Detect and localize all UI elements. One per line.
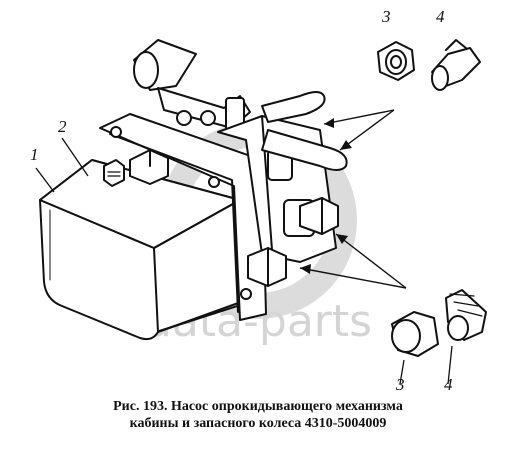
pump-handle <box>261 91 348 171</box>
cap-part-bottom <box>391 311 439 357</box>
nut-part-top <box>377 41 415 81</box>
side-fitting-lower <box>247 247 287 287</box>
top-reservoir <box>133 39 251 131</box>
callout-1: 1 <box>30 145 39 164</box>
filler-plug <box>103 149 169 187</box>
mounting-flange <box>99 113 267 321</box>
caption-line-1: Рис. 193. Насос опрокидывающего механизм… <box>113 399 403 414</box>
figure-caption: Рис. 193. Насос опрокидывающего механизм… <box>0 398 516 432</box>
union-part-top <box>431 39 481 91</box>
side-fitting-upper <box>299 197 339 235</box>
leader-lines <box>35 137 453 385</box>
callout-3-top: 3 <box>381 7 391 26</box>
pump-diagram: data-parts <box>30 7 487 394</box>
arrows <box>299 109 407 289</box>
callout-2: 2 <box>58 117 67 136</box>
callout-4-bottom: 4 <box>444 375 453 392</box>
callout-4-top: 4 <box>436 7 445 26</box>
caption-line-2: кабины и запасного колеса 4310-5004009 <box>129 416 387 431</box>
union-part-bottom <box>445 289 487 341</box>
callout-3-bottom: 3 <box>395 375 405 392</box>
